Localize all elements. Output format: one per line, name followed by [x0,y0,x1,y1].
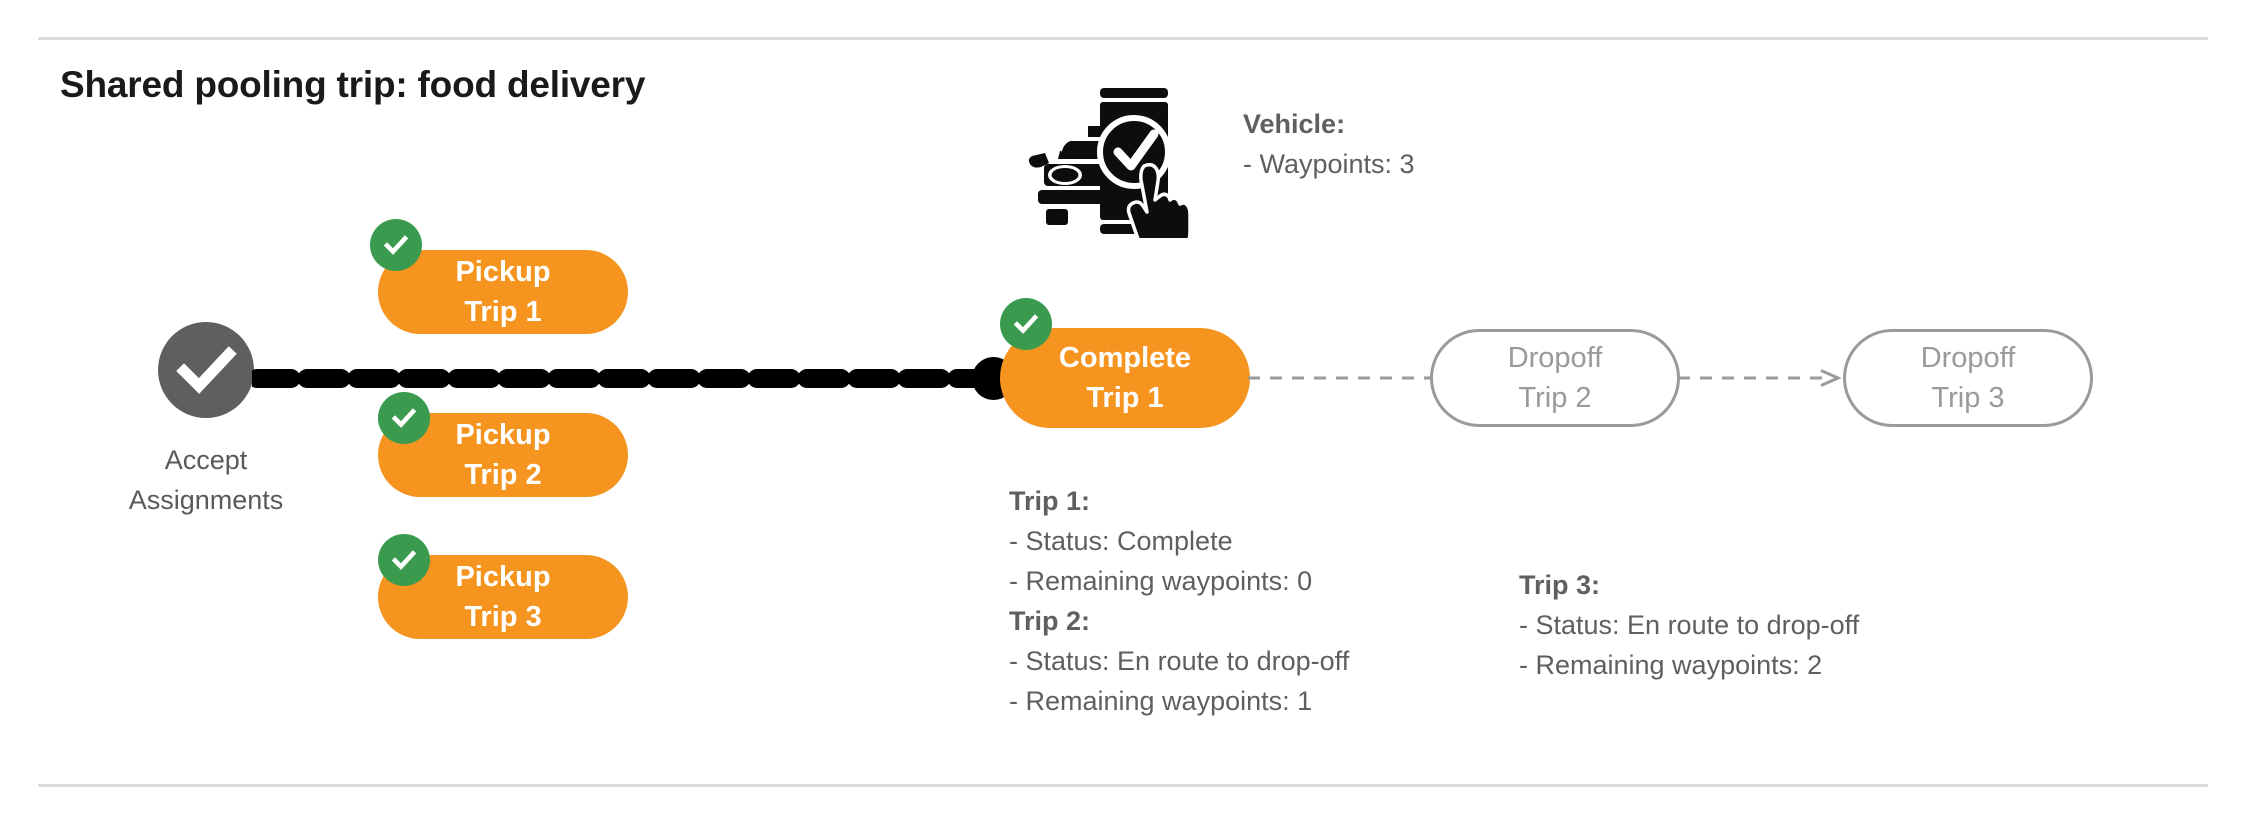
complete-trip-1-check-badge-icon [1000,298,1052,350]
accept-assignments-label: Accept Assignments [86,440,326,520]
trip-2-waypoints-row: - Remaining waypoints: 1 [1009,686,1313,716]
pickup-trip-1-line1: Pickup [455,256,551,288]
trip-1-2-info-block: Trip 1: - Status: Complete - Remaining w… [1009,481,1349,721]
trip-1-heading-colon: : [1081,486,1091,516]
pickup-trip-3-line2: Trip 3 [464,601,542,633]
vehicle-info-heading: Vehicle: [1243,104,1415,144]
pickup-trip-1-check-badge-icon [370,219,422,271]
trip-3-heading-colon: : [1591,570,1601,600]
vehicle-waypoints-row: - Waypoints: 3 [1243,149,1415,179]
pickup-trip-3-line1: Pickup [455,561,551,593]
vehicle-heading-colon: : [1336,109,1346,139]
accept-label-line1: Accept [164,445,248,475]
trip-1-heading-text: Trip 1 [1009,486,1082,516]
pickup-trip-2-line1: Pickup [455,419,551,451]
vehicle-heading-text: Vehicle [1243,109,1337,139]
page-title: Shared pooling trip: food delivery [60,64,646,105]
trip-3-waypoints-row: - Remaining waypoints: 2 [1519,650,1823,680]
trip-1-heading: Trip 1: [1009,481,1349,521]
pickup-trip-1-line2: Trip 1 [464,296,542,328]
connector-complete-to-dropoff2 [1248,368,1434,388]
trip-2-heading-colon: : [1081,606,1091,636]
car-phone-check-icon [1028,78,1198,238]
dropoff-trip-2-line2: Trip 2 [1518,382,1592,414]
trip-3-heading: Trip 3: [1519,565,1859,605]
connector-dropoff2-to-dropoff3 [1678,368,1846,388]
trip-3-status-row: - Status: En route to drop-off [1519,610,1860,640]
dropoff-trip-3-line2: Trip 3 [1931,382,2005,414]
complete-trip-1-line1: Complete [1058,342,1192,374]
check-circle-icon [158,322,254,418]
accept-label-line2: Assignments [128,485,284,515]
bottom-divider [38,784,2208,787]
pickup-trip-2-check-badge-icon [378,392,430,444]
trip-2-status-row: - Status: En route to drop-off [1009,646,1350,676]
trip-3-info-block: Trip 3: - Status: En route to drop-off -… [1519,565,1859,685]
trip-1-waypoints-row: - Remaining waypoints: 0 [1009,566,1313,596]
complete-trip-1-line2: Trip 1 [1086,382,1164,414]
dropoff-trip-2-node[interactable]: Dropoff Trip 2 [1430,329,1680,427]
dropoff-trip-2-line1: Dropoff [1507,342,1603,374]
dropoff-trip-3-node[interactable]: Dropoff Trip 3 [1843,329,2093,427]
accept-assignments-node[interactable] [158,322,254,418]
complete-trip-1-node[interactable]: Complete Trip 1 [1000,328,1250,428]
pickup-trip-3-check-badge-icon [378,534,430,586]
pickup-trip-1-node[interactable]: Pickup Trip 1 [378,250,628,334]
trip-2-heading-text: Trip 2 [1009,606,1082,636]
dropoff-trip-3-line1: Dropoff [1920,342,2016,374]
trip-2-heading: Trip 2: [1009,601,1349,641]
top-divider [38,37,2208,40]
trip-1-status-row: - Status: Complete [1009,526,1233,556]
trunk-dashed-connector [252,369,992,388]
vehicle-info-block: Vehicle: - Waypoints: 3 [1243,104,1415,184]
pickup-trip-2-line2: Trip 2 [464,459,542,491]
trip-3-heading-text: Trip 3 [1519,570,1592,600]
